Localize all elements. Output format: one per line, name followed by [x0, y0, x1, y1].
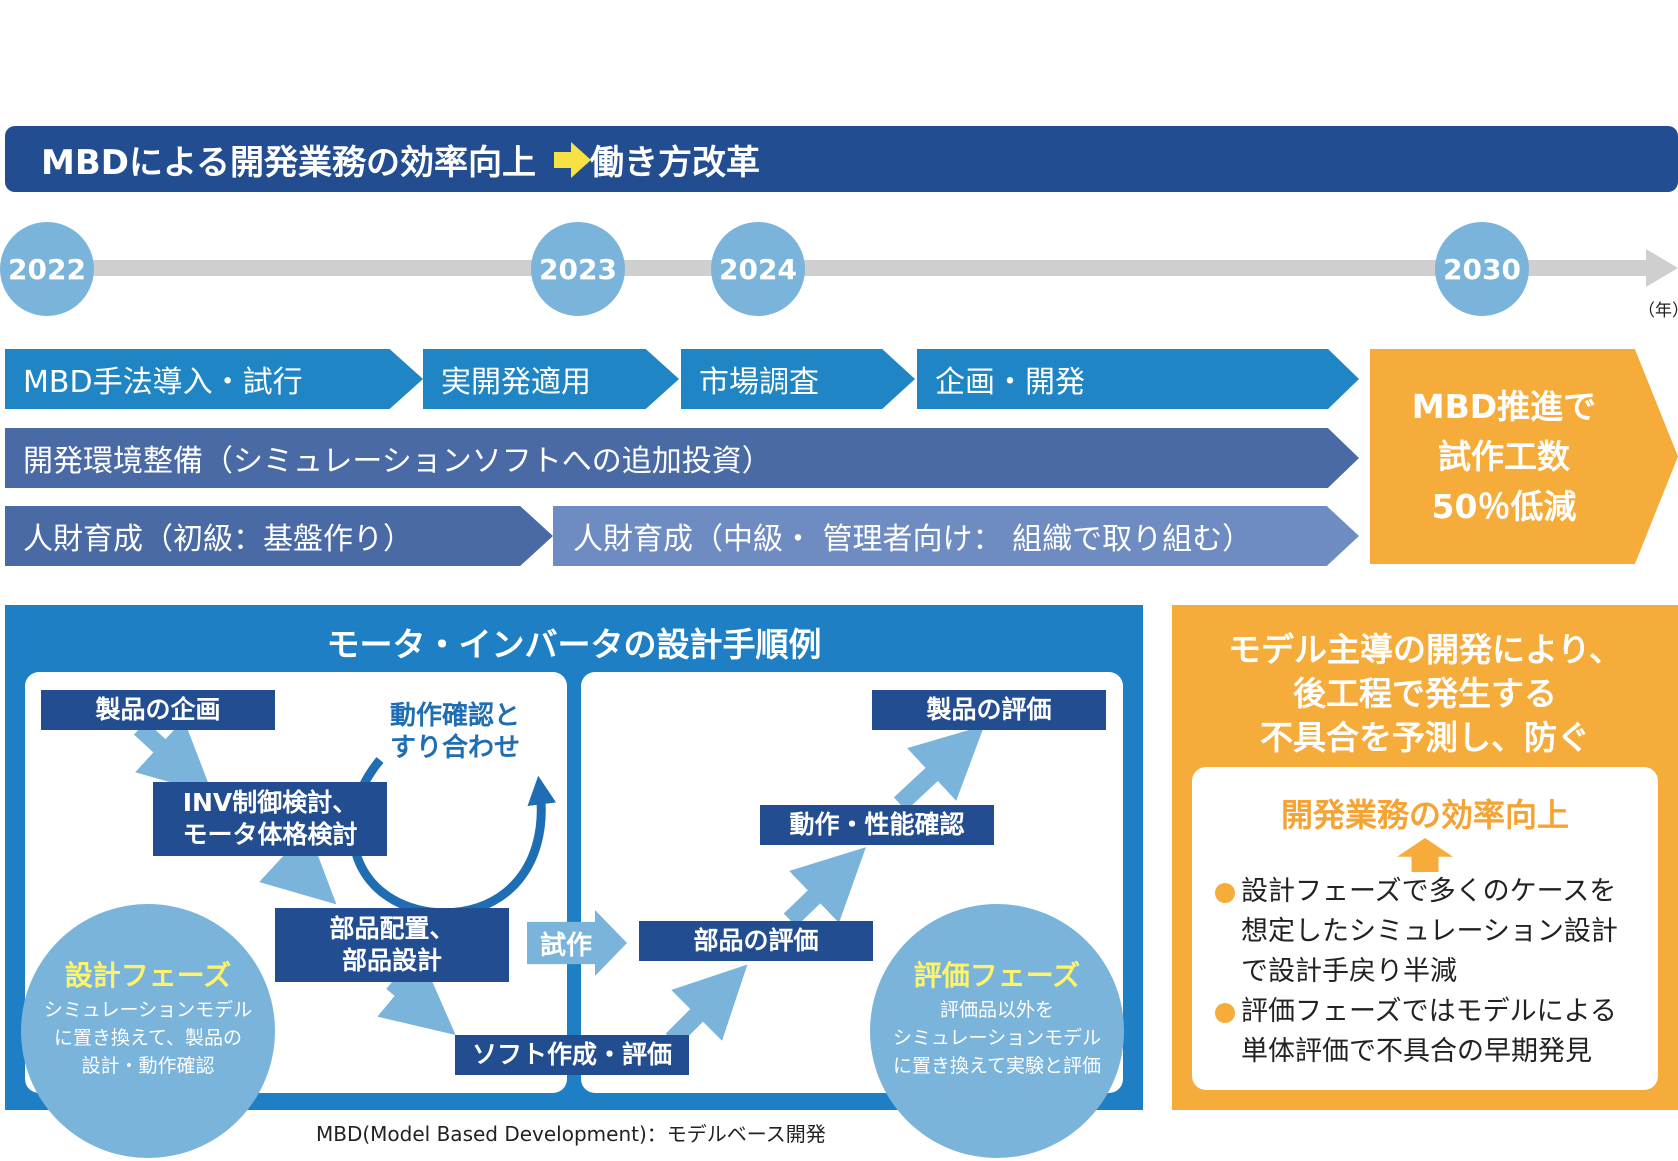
step-line: モータ体格検討: [182, 820, 358, 849]
step-operation-check: 動作・性能確認: [760, 805, 994, 845]
flow-arrow: [665, 964, 748, 1047]
year-2030: 2030: [1435, 222, 1529, 316]
phase-hr-beginner: 人財育成（初級：基盤作り）: [5, 506, 553, 566]
phase-real-dev: 実開発適用: [423, 349, 679, 409]
step-parts-design: 部品配置、 部品設計: [275, 908, 509, 982]
header-banner: MBDによる開発業務の効率向上 働き方改革: [5, 126, 1678, 192]
design-phase-desc-line: シミュレーションモデル: [43, 999, 253, 1021]
flow-arrow: [133, 719, 213, 795]
phase-market-research: 市場調査: [681, 349, 915, 409]
bullet-line: 評価フェーズではモデルによる: [1241, 996, 1617, 1027]
flow-arrow: [783, 847, 866, 927]
bullet-line: 想定したシミュレーション設計: [1241, 916, 1618, 947]
effect-title-line: 不具合を予測し、防ぐ: [1260, 718, 1590, 757]
bullet-dot-icon: [1215, 883, 1235, 903]
phase-hr-intermediate: 人財育成（中級・ 管理者向け： 組織で取り組む）: [553, 506, 1359, 566]
loop-label: 動作確認と すり合わせ: [375, 700, 535, 764]
effect-bullet: 設計フェーズで多くのケースを 想定したシミュレーション設計 で設計手戻り半減: [1215, 872, 1655, 992]
evaluation-phase-circle: 評価フェーズ 評価品以外を シミュレーションモデル に置き換えて実験と評価: [870, 904, 1124, 1158]
evaluation-phase-desc-line: 評価品以外を: [939, 999, 1054, 1021]
effect-title-line: 後工程で発生する: [1293, 674, 1557, 713]
effect-title: モデル主導の開発により、 後工程で発生する 不具合を予測し、防ぐ: [1172, 628, 1678, 760]
process-title: モータ・インバータの設計手順例: [326, 625, 822, 664]
phase-mbd-trial: MBD手法導入・試行: [5, 349, 423, 409]
design-phase-title: 設計フェーズ: [64, 959, 232, 992]
bullet-line: 設計フェーズで多くのケースを: [1241, 876, 1617, 907]
flow-arrow: [259, 829, 337, 905]
design-phase-desc-line: に置き換えて、製品の: [53, 1027, 243, 1049]
evaluation-phase-desc-line: に置き換えて実験と評価: [892, 1055, 1102, 1077]
year-2024: 2024: [711, 222, 805, 316]
step-software-eval: ソフト作成・評価: [455, 1035, 689, 1075]
effect-bullet: 評価フェーズではモデルによる 単体評価で不具合の早期発見: [1215, 992, 1655, 1072]
design-phase-desc-line: 設計・動作確認: [81, 1055, 215, 1077]
bullet-line: で設計手戻り半減: [1241, 956, 1457, 987]
step-product-evaluation: 製品の評価: [872, 690, 1106, 730]
goal-line: MBD推進で: [1411, 386, 1597, 426]
step-line: 部品設計: [341, 946, 442, 975]
step-inv-motor-study: INV制御検討、 モータ体格検討: [153, 782, 387, 856]
phase-planning-dev: 企画・開発: [917, 349, 1359, 409]
year-2023: 2023: [531, 222, 625, 316]
goal-line: 試作工数: [1438, 436, 1570, 476]
effect-title-line: モデル主導の開発により、: [1227, 630, 1623, 669]
header-left-text: MBDによる開発業務の効率向上: [41, 142, 536, 183]
header-right-text: 働き方改革: [589, 142, 760, 183]
goal-box: MBD推進で 試作工数 50％低減: [1370, 349, 1678, 564]
step-parts-evaluation: 部品の評価: [639, 921, 873, 961]
footnote: MBD(Model Based Development)：モデルベース開発: [316, 1122, 826, 1146]
bullet-line: 単体評価で不具合の早期発見: [1241, 1036, 1592, 1067]
bullet-dot-icon: [1215, 1003, 1235, 1023]
timeline-bar: [40, 260, 1652, 276]
effect-subtitle: 開発業務の効率向上: [1280, 796, 1569, 834]
year-unit-label: （年）: [1638, 301, 1678, 321]
step-line: INV制御検討、: [182, 788, 358, 817]
flow-arrow: [377, 961, 456, 1036]
timeline-arrowhead-icon: [1646, 249, 1678, 287]
year-2022: 2022: [0, 222, 94, 316]
step-line: 部品配置、: [329, 914, 455, 943]
goal-line: 50％低減: [1431, 486, 1577, 526]
evaluation-phase-title: 評価フェーズ: [913, 959, 1081, 992]
evaluation-phase-desc-line: シミュレーションモデル: [892, 1027, 1102, 1049]
step-product-planning: 製品の企画: [41, 690, 275, 730]
design-phase-circle: 設計フェーズ シミュレーションモデル に置き換えて、製品の 設計・動作確認: [21, 904, 275, 1158]
loop-label-line: 動作確認と: [389, 701, 520, 731]
loop-label-line: すり合わせ: [389, 733, 520, 763]
prototype-label: 試作: [539, 931, 592, 961]
flow-arrow: [893, 725, 985, 811]
phase-environment: 開発環境整備（シミュレーションソフトへの追加投資）: [5, 428, 1359, 488]
effect-inner-box: [1192, 767, 1658, 1090]
